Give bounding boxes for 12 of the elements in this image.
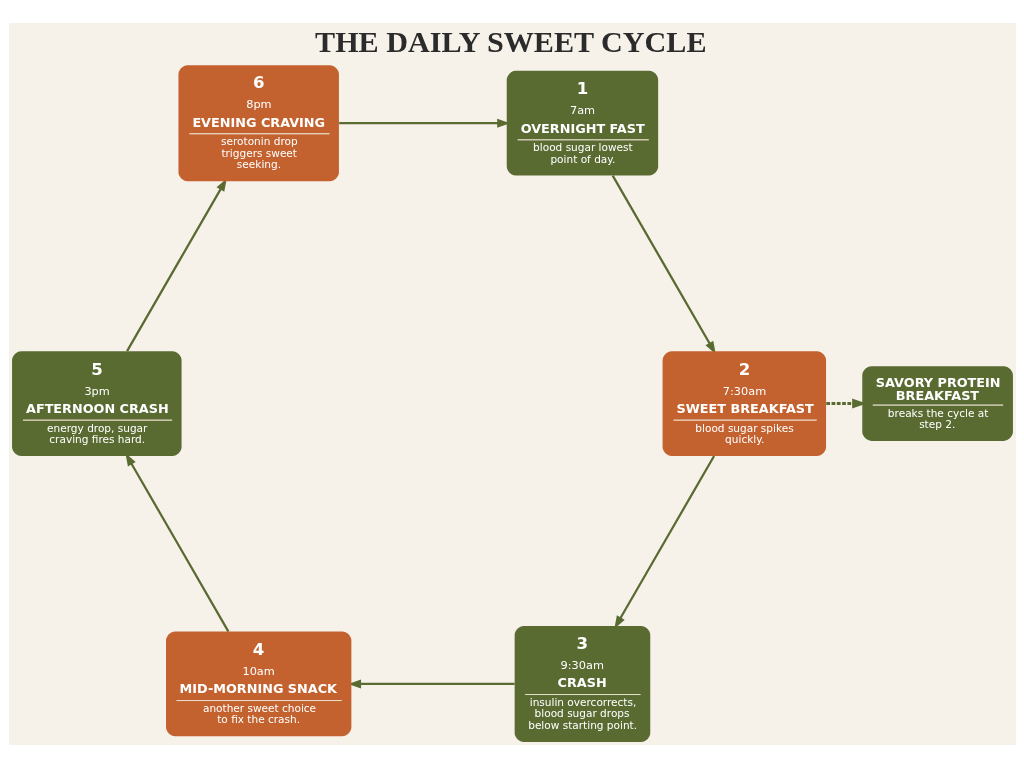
arrow (124, 453, 229, 633)
arrow (125, 178, 227, 352)
node-box: 6 8pm EVENING CRAVING serotonin drop triggers sweet seeking. (177, 65, 339, 182)
arrow (613, 455, 715, 629)
node-box: 5 3pm AFTERNOON CRASH energy drop, sugar craving fires hard. (11, 351, 182, 456)
node-box: 2 7:30am SWEET BREAKFAST blood sugar spikes quickly. (662, 351, 826, 456)
node-box: 3 9:30am CRASH insulin overcorrects, blood sugar drops below starting point. (514, 625, 650, 742)
diagram-title: THE DAILY SWEET CYCLE (314, 25, 707, 60)
node-box: 4 10am MID-MORNING SNACK another sweet choice to fix the crash. (165, 631, 351, 737)
arrow (338, 118, 510, 128)
node-box: 1 7am OVERNIGHT FAST blood sugar lowest point of day. (506, 70, 658, 176)
node-box: SAVORY PROTEIN BREAKFAST breaks the cycle at step 2. (861, 366, 1013, 441)
